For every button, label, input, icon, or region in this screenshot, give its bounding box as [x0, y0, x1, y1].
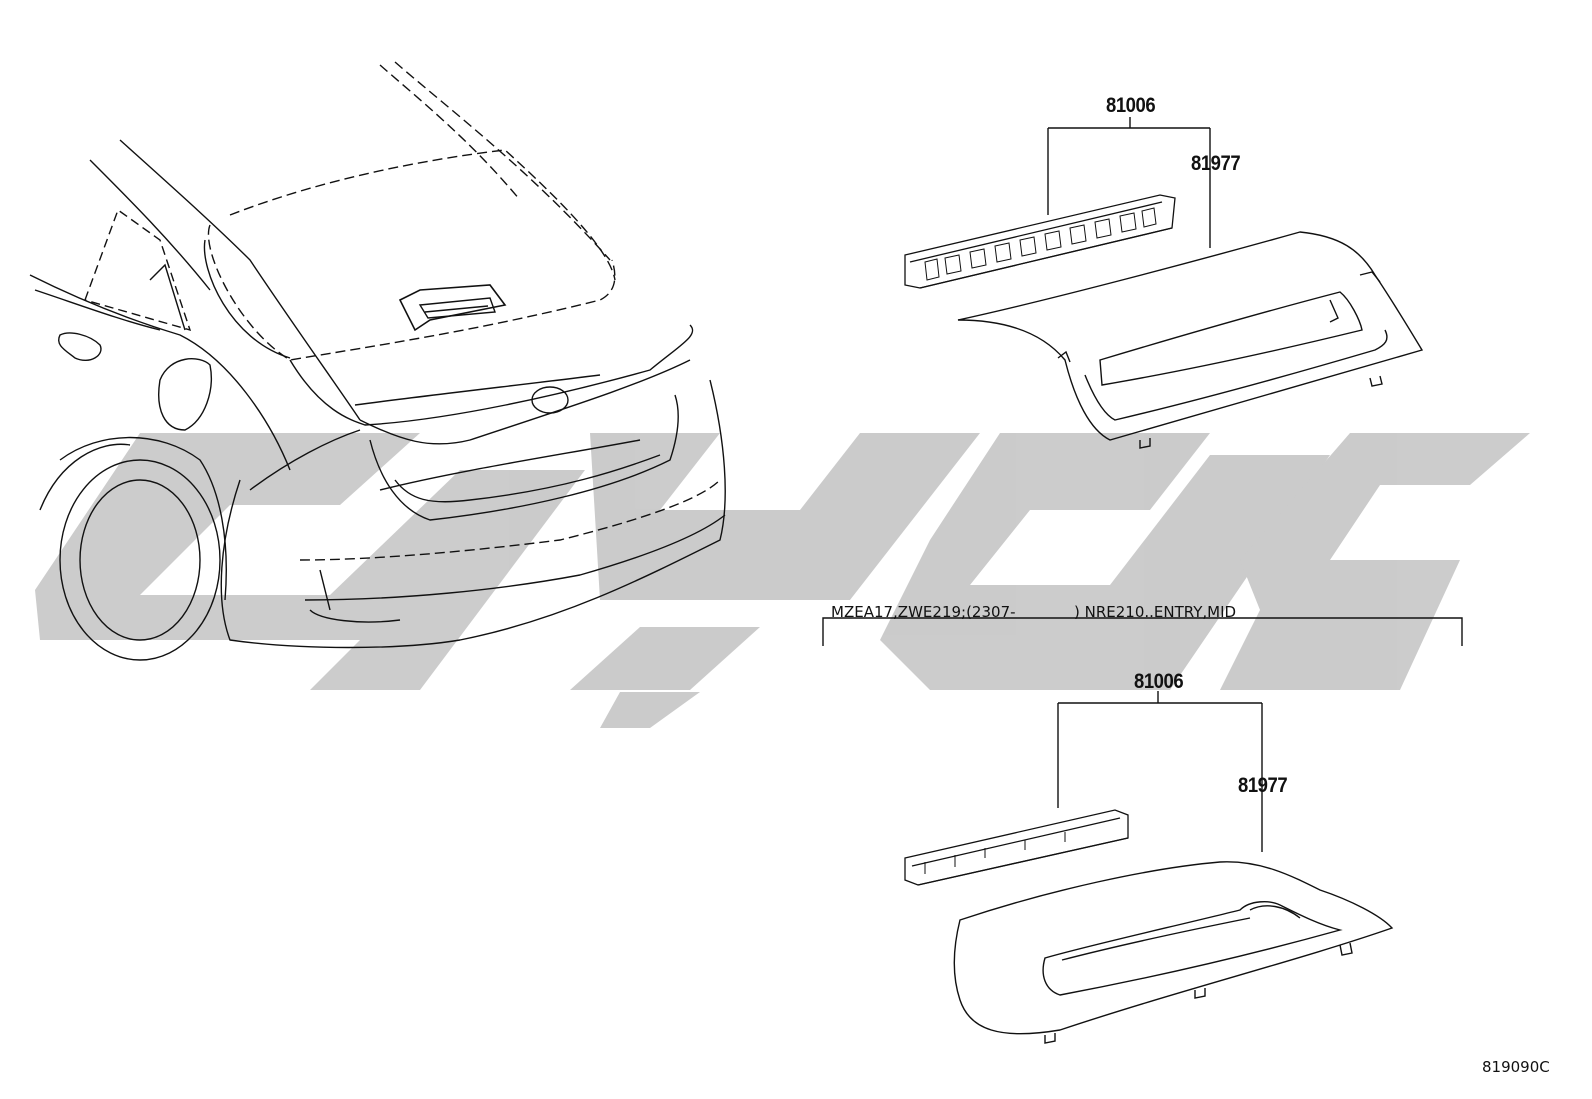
stop-lamp-assembly-icon: [904, 809, 1129, 886]
stop-lamp-cover-icon: [957, 231, 1424, 449]
upper-part-number-top: 81006: [1106, 94, 1156, 117]
condition-left: MZEA17,ZWE219;(2307-: [831, 603, 1016, 621]
condition-right: ) NRE210..ENTRY,MID: [1074, 603, 1237, 621]
stop-lamp-assembly-icon: [904, 194, 1176, 289]
upper-part-number-side: 81977: [1191, 152, 1241, 175]
lower-part-number-top: 81006: [1134, 670, 1184, 693]
illustration-code: 819090C: [1482, 1058, 1550, 1076]
stop-lamp-cover-icon: [953, 861, 1394, 1044]
lower-part-number-side: 81977: [1238, 774, 1288, 797]
